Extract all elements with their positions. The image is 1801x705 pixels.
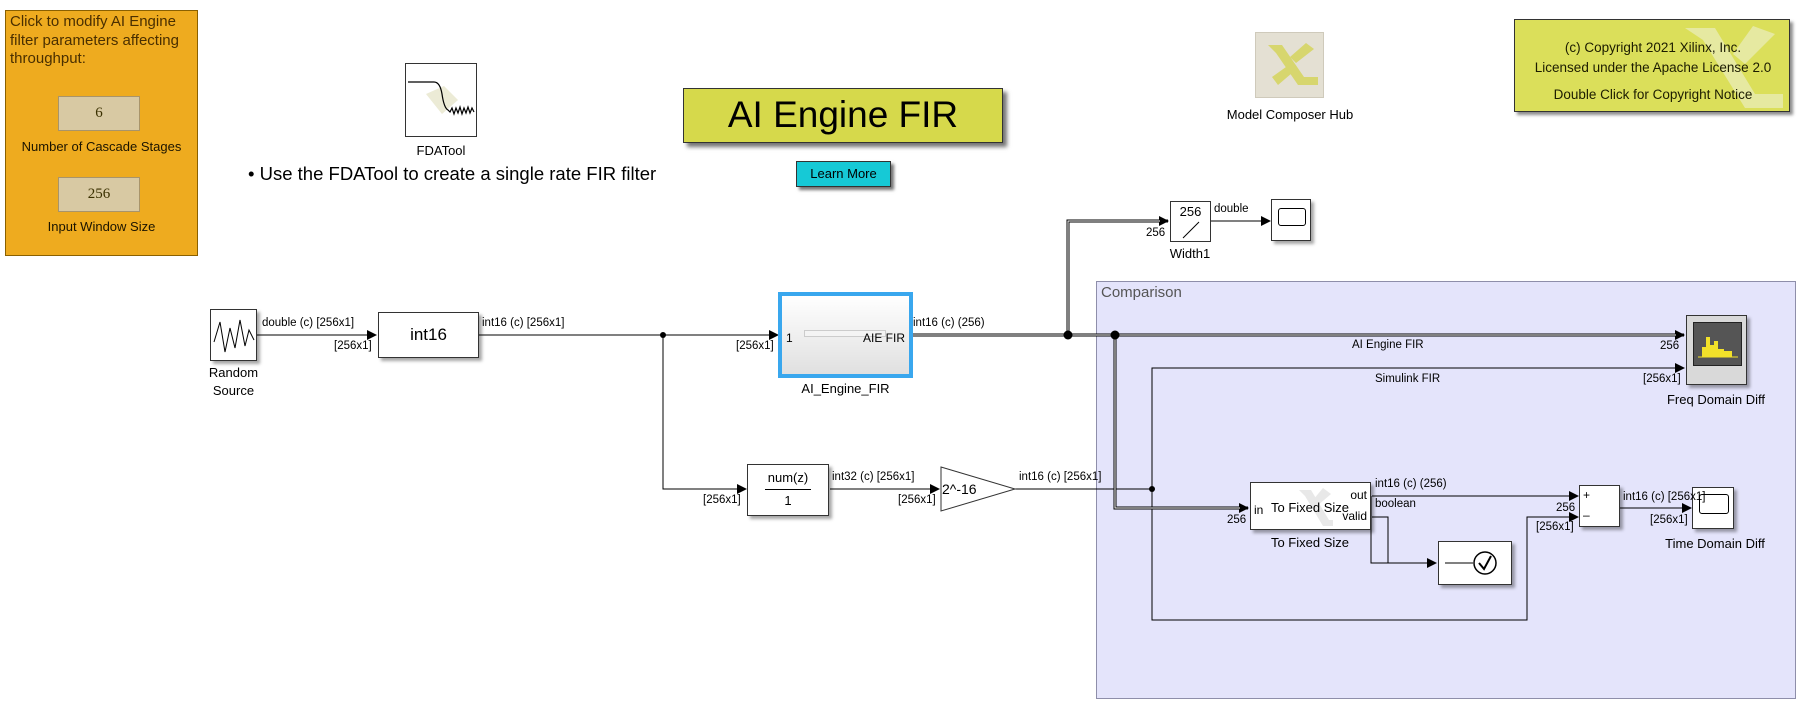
aie-fir-label: AI_Engine_FIR (801, 381, 890, 396)
model-composer-hub-block[interactable] (1255, 32, 1324, 98)
cascade-stages-label: Number of Cascade Stages (21, 139, 182, 154)
filter-response-icon (408, 81, 475, 117)
random-source-block[interactable] (210, 309, 257, 361)
width-port-dim: 256 (1146, 227, 1166, 239)
display-screen-icon (1278, 208, 1306, 226)
assertion-block[interactable] (1438, 541, 1512, 585)
signal-label-2: int16 (c) [256x1] (482, 317, 565, 329)
bullet-icon: • (248, 163, 255, 184)
gain-block[interactable] (940, 466, 1018, 512)
time-in-dim: [256x1] (1650, 514, 1688, 526)
width-slash-icon (1182, 221, 1200, 239)
to-fixed-size-block[interactable]: in To Fixed Size out valid (1250, 482, 1371, 530)
freq-domain-scope-block[interactable] (1686, 315, 1747, 385)
signal-label-5: int32 (c) [256x1] (832, 471, 915, 483)
aie-fir-icon (804, 330, 886, 337)
random-source-label: Random Source (190, 364, 277, 400)
checkmark-icon (1445, 551, 1497, 575)
random-signal-icon (213, 319, 255, 353)
comparison-label: Comparison (1101, 284, 1182, 301)
cascade-stages-field[interactable]: 6 (58, 96, 140, 131)
parameter-panel[interactable]: Click to modify AI Engine filter paramet… (5, 10, 198, 256)
aie-fir-out-port: AIE FIR (862, 331, 905, 345)
signal-dim-1: [256x1] (334, 340, 372, 352)
xilinx-logo-icon (1299, 488, 1333, 526)
parameter-panel-title: Click to modify AI Engine filter paramet… (10, 13, 179, 67)
to-fixed-out-signal: int16 (c) (256) (1375, 478, 1447, 490)
freq-port-2-dim: [256x1] (1643, 373, 1681, 385)
page-title: AI Engine FIR (683, 88, 1003, 143)
aie-fir-in-port: 1 (786, 331, 793, 345)
to-fixed-out-port: out (1350, 488, 1367, 502)
to-fixed-in-port: in (1254, 503, 1264, 517)
time-domain-label: Time Domain Diff (1665, 536, 1765, 551)
copyright-line-1: (c) Copyright 2021 Xilinx, Inc. (1564, 40, 1742, 55)
valid-signal: boolean (1375, 498, 1416, 510)
discrete-filter-block[interactable]: num(z) 1 (747, 464, 829, 516)
instruction-text: • Use the FDATool to create a single rat… (248, 163, 656, 185)
to-fixed-valid-port: valid (1342, 509, 1367, 523)
sum-in-2-dim: [256x1] (1536, 521, 1574, 533)
filter-denominator: 1 (784, 493, 792, 508)
signal-dim-5: [256x1] (898, 494, 936, 506)
signal-label-3: int16 (c) (256) (913, 317, 985, 329)
copyright-line-3: Double Click for Copyright Notice (1553, 87, 1753, 102)
time-domain-scope-block[interactable] (1692, 487, 1734, 529)
width-block[interactable]: 256 (1170, 201, 1211, 242)
window-size-field[interactable]: 256 (58, 177, 140, 212)
fraction-bar (765, 489, 811, 490)
xilinx-watermark-icon (1685, 26, 1783, 108)
hub-label: Model Composer Hub (1226, 107, 1354, 122)
learn-more-button[interactable]: Learn More (796, 161, 891, 187)
signal-label-6: int16 (c) [256x1] (1019, 471, 1102, 483)
width-label: Width1 (1169, 246, 1211, 261)
xilinx-logo-icon (1268, 43, 1318, 85)
gain-value: 2^-16 (942, 481, 977, 497)
width-value: 256 (1179, 204, 1202, 219)
signal-dim-4: [256x1] (703, 494, 741, 506)
copyright-line-2: Licensed under the Apache License 2.0 (1534, 60, 1772, 75)
ai-engine-fir-signal: AI Engine FIR (1352, 339, 1424, 351)
to-fixed-text: To Fixed Size (1271, 500, 1350, 515)
spectrum-icon (1693, 322, 1742, 366)
window-size-label: Input Window Size (47, 219, 156, 234)
instruction-label: Use the FDATool to create a single rate … (259, 163, 657, 184)
plus-sign: + (1583, 488, 1591, 502)
subtract-block[interactable]: + – (1579, 485, 1620, 527)
random-source-label-line2: Source (212, 383, 255, 398)
comparison-area[interactable]: Comparison (1096, 281, 1796, 699)
filter-numerator: num(z) (767, 470, 809, 485)
to-fixed-label: To Fixed Size (1270, 535, 1350, 550)
freq-port-1-dim: 256 (1660, 340, 1680, 352)
sum-in-1-dim: 256 (1556, 502, 1576, 514)
fdatool-label: FDATool (416, 143, 466, 158)
random-source-label-line1: Random (208, 365, 259, 380)
signal-label-1: double (c) [256x1] (262, 317, 355, 329)
aie-fir-block[interactable]: 1 AIE FIR (778, 292, 913, 378)
copyright-notice[interactable]: (c) Copyright 2021 Xilinx, Inc. Licensed… (1514, 19, 1790, 112)
simulink-fir-signal: Simulink FIR (1375, 373, 1441, 385)
width-out-label: double (1214, 203, 1249, 215)
display-block[interactable] (1271, 199, 1311, 241)
scope-screen-icon (1699, 494, 1729, 514)
to-fixed-in-dim: 256 (1227, 514, 1247, 526)
int16-convert-block[interactable]: int16 (378, 312, 479, 358)
freq-domain-label: Freq Domain Diff (1666, 392, 1765, 407)
fdatool-block[interactable] (405, 63, 477, 137)
signal-dim-2: [256x1] (736, 340, 774, 352)
minus-sign: – (1583, 508, 1590, 522)
sum-out-signal: int16 (c) [256x1] (1623, 491, 1706, 503)
